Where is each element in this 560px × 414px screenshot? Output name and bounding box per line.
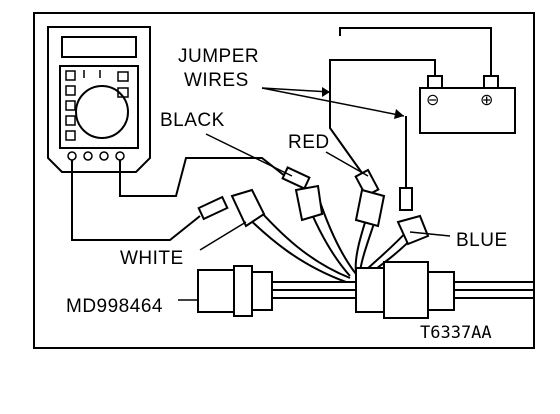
- label-jumper: JUMPER: [178, 46, 259, 67]
- leader-black: [205, 133, 293, 177]
- label-red: RED: [288, 132, 330, 153]
- jumper-clip-blue: [399, 187, 413, 211]
- leader-red: [325, 151, 369, 177]
- plug-blue: [396, 214, 430, 246]
- probe-lead-white: [71, 160, 201, 241]
- label-blue: BLUE: [456, 230, 508, 251]
- leader-jumper-right: [261, 87, 405, 117]
- leader-blue: [409, 231, 451, 237]
- figure-code: T6337AA: [420, 323, 492, 343]
- label-part-number: MD998464: [66, 296, 163, 317]
- plug-black: [294, 184, 324, 222]
- connector-icon: [197, 261, 534, 319]
- battery-negative-symbol: ⊖: [426, 92, 440, 109]
- label-white: WHITE: [120, 248, 184, 269]
- battery-icon: ⊖ ⊕: [419, 75, 516, 134]
- jumper-wire-top: [339, 27, 492, 76]
- label-wires: WIRES: [184, 70, 249, 91]
- plug-white: [230, 188, 266, 228]
- probe-black: [281, 166, 311, 190]
- jumper-wire-negative: [329, 59, 436, 181]
- leader-white: [199, 221, 247, 251]
- multimeter-icon: [47, 26, 151, 173]
- label-black: BLACK: [160, 110, 225, 131]
- probe-lead-black: [119, 157, 291, 197]
- leader-jumper-left: [261, 87, 331, 93]
- probe-white: [197, 195, 229, 221]
- plug-red: [354, 188, 386, 228]
- diagram-frame: [33, 12, 535, 349]
- battery-positive-symbol: ⊕: [480, 92, 494, 109]
